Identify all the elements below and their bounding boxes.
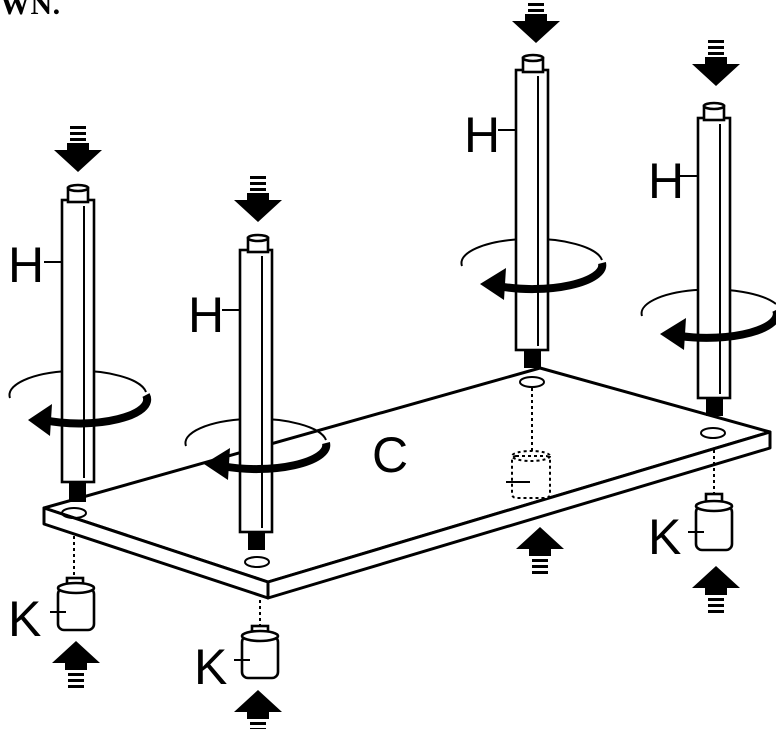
- leg-3-label: H: [464, 107, 500, 163]
- board-hole-back-left: [519, 376, 545, 388]
- arrow-down-icon: [54, 126, 102, 172]
- leg-4-label: H: [648, 153, 684, 209]
- foot-3-label: K: [648, 509, 681, 565]
- foot-part-3: [688, 450, 734, 552]
- board-label: C: [372, 427, 408, 483]
- foot-part-1: [50, 536, 96, 632]
- leg-post-4: [640, 40, 776, 416]
- board-hole-front-right: [244, 556, 270, 568]
- leg-post-1: [8, 126, 152, 502]
- arrow-down-icon: [512, 0, 560, 43]
- foot-2-label: K: [194, 639, 227, 695]
- board-hole-front-left: [61, 507, 87, 519]
- leg-post-3: [460, 0, 607, 368]
- board-hole-back-right: [700, 427, 726, 439]
- board-panel: [42, 366, 772, 600]
- foot-1-label: K: [8, 591, 41, 647]
- hidden-foot: [506, 388, 551, 499]
- foot-part-2: [234, 600, 280, 680]
- arrow-down-icon: [692, 40, 740, 86]
- arrow-down-icon: [234, 176, 282, 222]
- arrow-up-icon: [234, 690, 282, 729]
- arrow-up-icon: [692, 566, 740, 613]
- leg-post-2: [184, 176, 331, 550]
- arrow-up-icon: [52, 641, 100, 688]
- leg-2-label: H: [188, 287, 224, 343]
- leg-1-label: H: [8, 237, 44, 293]
- page-header-fragment: WN.: [0, 0, 61, 21]
- arrow-up-icon: [516, 527, 564, 574]
